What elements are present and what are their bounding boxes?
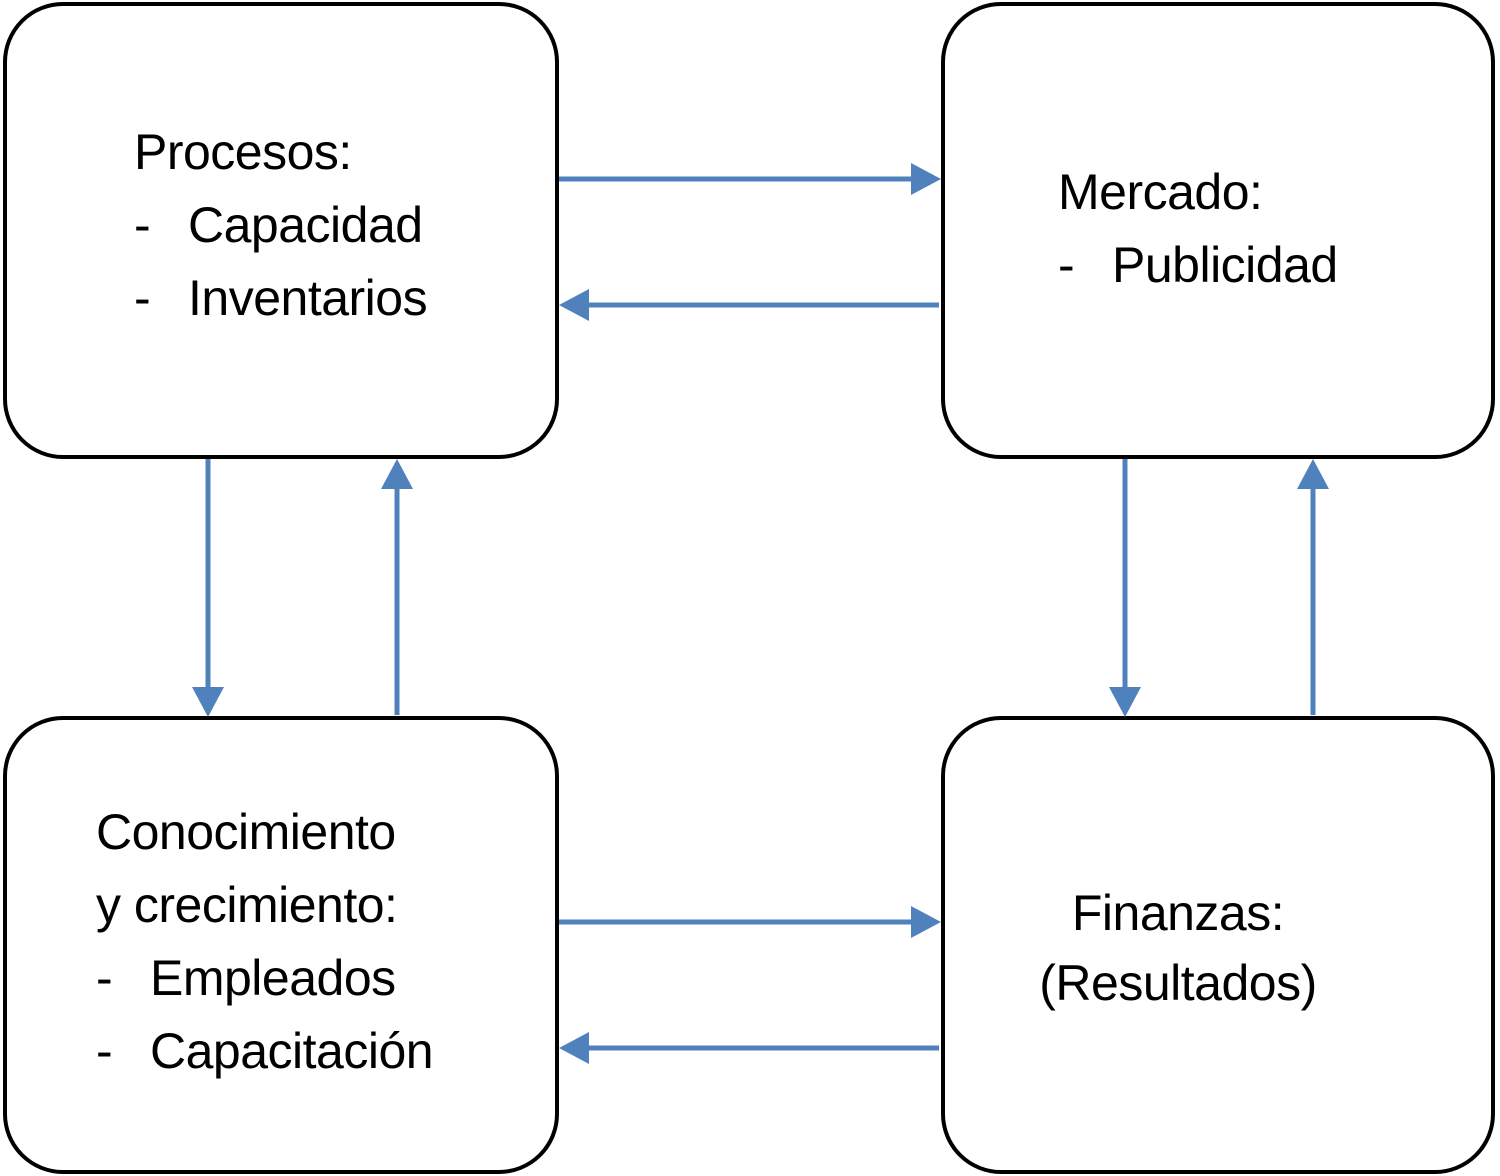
arrowhead-up-icon — [381, 459, 413, 489]
arrow-procesos-to-conocimiento — [192, 459, 224, 717]
arrowhead-left-icon — [559, 1032, 589, 1064]
arrowhead-down-icon — [192, 687, 224, 717]
node-finanzas-content: Finanzas: (Resultados) — [901, 878, 1455, 1018]
node-procesos-content: Procesos: - Capacidad - Inventarios — [134, 116, 428, 335]
list-item: - Publicidad — [1058, 229, 1338, 302]
node-finanzas-subtitle: (Resultados) — [1039, 955, 1317, 1011]
arrow-conocimiento-to-procesos — [381, 459, 413, 715]
arrow-finanzas-to-conocimiento — [559, 1032, 939, 1064]
node-finanzas — [941, 716, 1495, 1174]
list-item-label: Empleados — [150, 950, 396, 1006]
list-item-label: Capacitación — [150, 1023, 434, 1079]
bullet-dash: - — [96, 1023, 113, 1079]
bullet-dash: - — [134, 270, 151, 326]
list-item: - Empleados — [96, 942, 433, 1015]
bullet-dash: - — [96, 950, 113, 1006]
list-item-label: Publicidad — [1112, 237, 1338, 293]
arrowhead-left-icon — [559, 289, 589, 321]
arrow-mercado-to-finanzas — [1109, 459, 1141, 717]
bullet-dash: - — [1058, 237, 1075, 293]
node-conocimiento-title-line2: y crecimiento: — [96, 877, 398, 933]
bullet-dash: - — [134, 197, 151, 253]
list-item: - Capacitación — [96, 1015, 434, 1088]
list-item-label: Capacidad — [188, 197, 423, 253]
arrowhead-down-icon — [1109, 687, 1141, 717]
arrowhead-up-icon — [1297, 459, 1329, 489]
node-mercado — [941, 2, 1495, 459]
node-finanzas-title: Finanzas: — [1071, 885, 1285, 941]
node-procesos-title: Procesos: — [134, 124, 352, 180]
arrow-mercado-to-procesos — [559, 289, 939, 321]
arrow-finanzas-to-mercado — [1297, 459, 1329, 715]
list-item-label: Inventarios — [188, 270, 428, 326]
node-procesos — [3, 2, 559, 459]
arrow-conocimiento-to-finanzas — [559, 906, 941, 938]
arrow-procesos-to-mercado — [559, 163, 941, 195]
arrowhead-right-icon — [911, 163, 941, 195]
list-item: - Capacidad — [134, 189, 427, 262]
node-mercado-content: Mercado: - Publicidad — [1058, 156, 1338, 302]
node-conocimiento-content: Conocimiento y crecimiento: - Empleados … — [96, 796, 434, 1088]
node-conocimiento — [3, 716, 559, 1174]
list-item: - Inventarios — [134, 262, 428, 335]
node-mercado-title: Mercado: — [1058, 164, 1263, 220]
node-conocimiento-title-line1: Conocimiento — [96, 804, 396, 860]
